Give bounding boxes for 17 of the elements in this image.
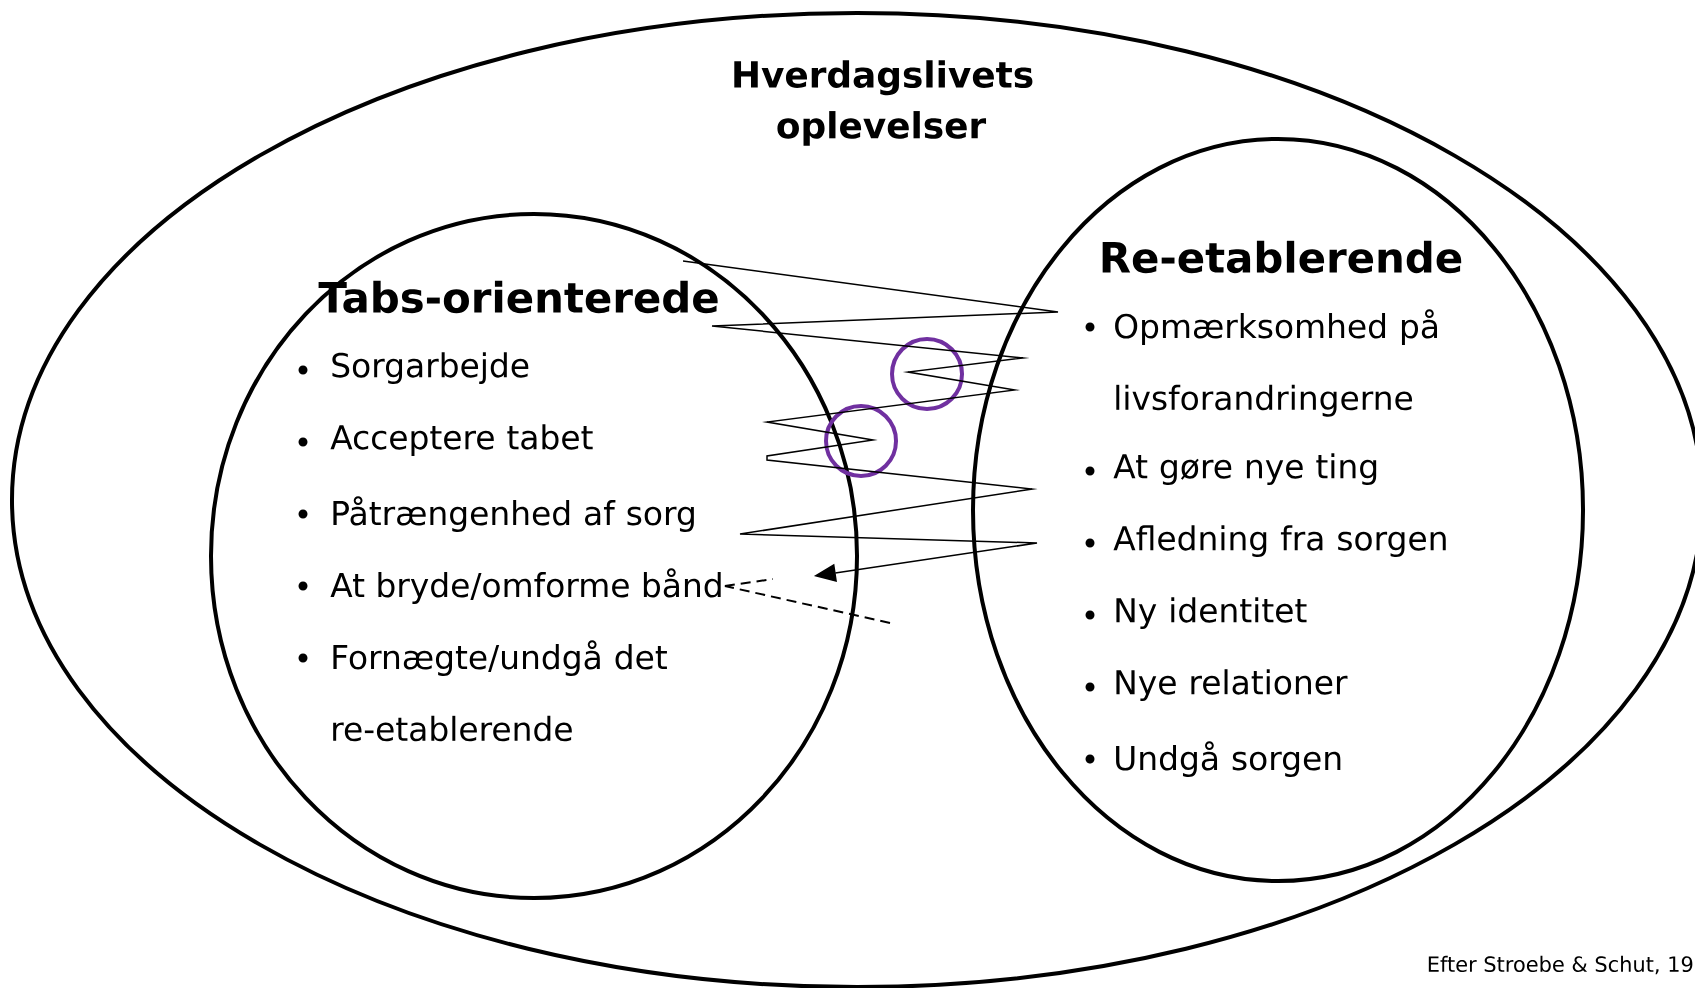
caption: Efter Stroebe & Schut, 19 xyxy=(1428,955,1693,975)
heading: Re-etablerende xyxy=(1102,240,1462,274)
heading: Tabs-orienterede xyxy=(318,280,718,314)
bullet-item: Afledning fra sorgen xyxy=(1085,525,1446,558)
bullet-item: Opmærksomhed på livsforandringerne xyxy=(1085,309,1437,417)
bullet-item: At gøre nye ting xyxy=(1085,453,1377,486)
bullet-item: Fornægte/undgå det re-etablerende xyxy=(298,640,667,742)
bullet-item: At bryde/omforme bånd xyxy=(298,568,721,604)
bullet-item: Undgå sorgen xyxy=(1085,741,1341,777)
bullet-item: Nye relationer xyxy=(1085,669,1348,702)
bullet-item: Påtrængenhed af sorg xyxy=(298,496,694,532)
dashed-line xyxy=(723,578,891,624)
bullet-item: Ny identitet xyxy=(1085,597,1307,630)
arrow xyxy=(682,260,1059,582)
bullet-item: Acceptere tabet xyxy=(298,424,593,457)
title: Hverdagslivets oplevelser xyxy=(734,60,1033,146)
bullet-item: Sorgarbejde xyxy=(298,352,529,385)
